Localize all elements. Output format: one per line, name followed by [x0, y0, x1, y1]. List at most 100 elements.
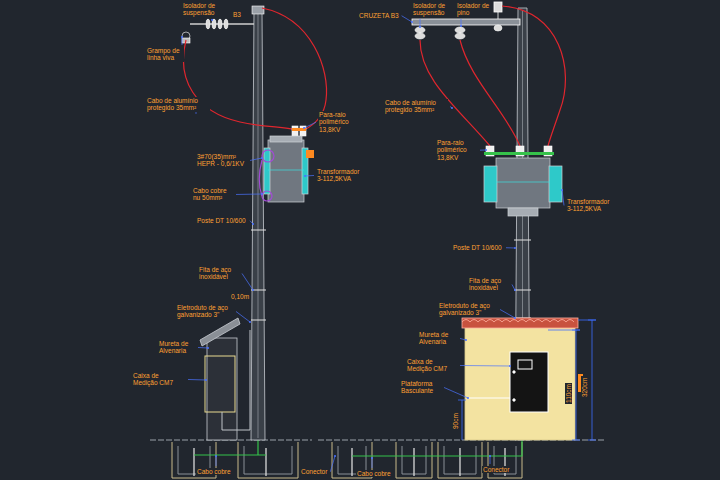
ground-rod [351, 448, 352, 476]
callout-label: Conector [300, 468, 328, 475]
surge-arrester [484, 152, 554, 155]
transformer [306, 150, 314, 158]
transformer [268, 140, 304, 202]
ground-pit [238, 442, 298, 478]
callout-label: Grampo de linha viva [146, 47, 184, 62]
callout-label: Fita de aço inoxidável [198, 266, 240, 281]
leader-dot [509, 365, 511, 367]
masonry-wall [462, 320, 574, 323]
callout-label: Cabo cobre nu 50mm² [192, 187, 234, 202]
steel-band [251, 320, 266, 321]
ground-wire [352, 440, 522, 456]
insulator [455, 27, 465, 33]
leader-dot [460, 25, 462, 27]
leader-line [304, 122, 316, 128]
ground-rod [413, 448, 414, 476]
ground-wire [194, 440, 522, 456]
leader-dot [261, 157, 263, 159]
callout-label: Cabo cobre [356, 470, 392, 477]
insulator [415, 33, 425, 39]
callout-label: Isolador de suspensão [412, 2, 454, 17]
leader-dot [489, 455, 491, 457]
transformer [496, 182, 550, 183]
low-voltage-cable [262, 191, 272, 201]
low-voltage-cable [262, 150, 274, 162]
dimension-text: 110cm [565, 383, 572, 404]
masonry-wall [462, 318, 578, 440]
aluminium-cable [502, 6, 565, 146]
leader-dot [215, 455, 217, 457]
leader-dot [419, 26, 421, 28]
dimension-text: 320cm [581, 376, 588, 398]
meter-box [510, 352, 548, 412]
transformer [508, 208, 538, 216]
leader-dot [252, 223, 254, 225]
leader-line [372, 458, 373, 468]
leader-dot [205, 379, 207, 381]
masonry-wall [465, 326, 575, 440]
aluminium-cable [420, 6, 565, 146]
callout-label: Eletroduto de aço galvanizado 3" [176, 304, 234, 319]
callout-label: Cabo de alumínio protegido 35mm² [146, 97, 210, 112]
ground-rod [459, 448, 460, 476]
insulator [494, 25, 502, 31]
leader-line [250, 221, 253, 224]
leader-dot [181, 36, 183, 38]
dimension-text: 90cm [452, 412, 459, 430]
leader-line [460, 365, 510, 367]
callout-label: Transformador 3-112,5KVA [566, 198, 616, 213]
leader-dot [371, 457, 373, 459]
steel-band [251, 230, 531, 320]
leader-line [450, 106, 452, 108]
leader-dot [303, 127, 305, 129]
leader-dot [334, 455, 336, 457]
leader-line [512, 284, 515, 290]
leader-line [216, 456, 217, 466]
leader-dot [451, 107, 453, 109]
tilting-platform [468, 398, 510, 399]
callout-label: Caixa de Medição CM7 [406, 358, 458, 373]
concrete-pole [251, 10, 265, 440]
callout-label: Para-raio polimérico 13,8KV [436, 139, 478, 161]
transformer [264, 148, 270, 194]
aluminium-cable [183, 40, 296, 130]
leader-line [506, 247, 515, 248]
callout-label: Cabo cobre [196, 468, 232, 475]
callout-label: Eletroduto de aço galvanizado 3" [438, 302, 498, 317]
ground-rod [265, 448, 266, 476]
leader-dot [261, 193, 263, 195]
leader-dot [211, 19, 213, 21]
insulator [218, 19, 222, 29]
leader-dot [467, 397, 469, 399]
insulator [455, 33, 465, 39]
leader-dot [304, 175, 306, 177]
callout-label: Mureta de Alvenaria [158, 340, 196, 355]
callout-label: 0,10m [230, 293, 250, 300]
tilting-platform [468, 398, 510, 399]
transformer [270, 136, 302, 142]
low-voltage-cable [259, 150, 274, 201]
cross-arm [412, 19, 520, 25]
leader-line [242, 273, 253, 290]
masonry-wall [200, 318, 240, 346]
insulator [415, 27, 425, 33]
transformer [549, 166, 562, 202]
dimension-line [588, 320, 596, 440]
ground-rod [194, 448, 505, 476]
callout-label: Conector [482, 466, 510, 473]
aluminium-cable [262, 8, 327, 130]
meter-box [510, 352, 548, 412]
callout-label: CRUZETA B3 [358, 12, 400, 19]
callout-label: Para-raio polimérico 13,8KV [318, 111, 358, 133]
callout-label: Caixa de Medição CM7 [132, 372, 186, 387]
leader-line [461, 19, 462, 26]
leader-line [402, 16, 412, 22]
dimension-line [578, 320, 596, 321]
steel-band [251, 290, 266, 291]
dimension-line [458, 320, 596, 440]
callout-label: Cabo de alumínio protegido 35mm² [384, 99, 448, 114]
leader-line [444, 387, 468, 398]
